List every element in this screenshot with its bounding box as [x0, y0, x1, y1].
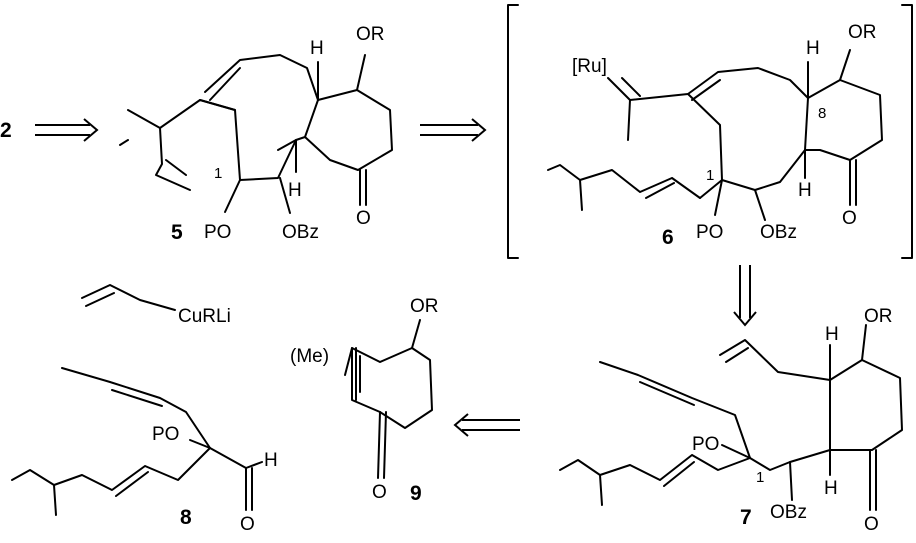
compound-9-O: O — [372, 482, 387, 503]
compound-6-PO: PO — [696, 222, 723, 243]
compound-7-OBz: OBz — [770, 502, 807, 523]
compound-5-OR: OR — [356, 24, 385, 45]
retro-arrow-7-to-9 — [453, 413, 520, 437]
compound-8-PO: PO — [152, 424, 179, 445]
compound-5-H-top: H — [310, 38, 324, 59]
compound-6-label: 6 — [662, 226, 674, 249]
allyl-cuprate-structure — [81, 284, 176, 311]
compound-6-H-top: H — [806, 38, 820, 59]
compound-6-ketone-O: O — [842, 208, 857, 229]
compound-5-PO: PO — [204, 222, 231, 243]
compound-9-structure — [344, 319, 433, 479]
compound-7-H-top: H — [825, 324, 839, 345]
compound-6-OBz: OBz — [760, 222, 797, 243]
compound-7-label: 7 — [740, 506, 752, 529]
reagent-cuprate-text: CuRLi — [178, 306, 231, 327]
compound-9-OR: OR — [410, 296, 439, 317]
compound-6-H-bottom: H — [798, 180, 812, 201]
compound-6-brackets — [507, 4, 913, 259]
compound-8-structure — [11, 367, 263, 516]
compound-7-H-bottom: H — [824, 478, 838, 499]
compound-5-label: 5 — [171, 221, 183, 244]
compound-6-Ru: [Ru] — [572, 56, 607, 77]
compound-8-label: 8 — [180, 506, 192, 529]
compound-6-structure — [547, 49, 883, 221]
compound-5-structure — [119, 54, 393, 214]
compound-5-H-bottom: H — [288, 180, 302, 201]
compound-7-ketone-O: O — [864, 514, 879, 535]
compound-9-Me: (Me) — [290, 346, 329, 367]
compound-9-label: 9 — [410, 482, 422, 505]
compound-7-structure — [559, 324, 903, 511]
retro-arrow-5-to-6 — [420, 118, 487, 142]
compound-6-locant-1: 1 — [706, 167, 714, 184]
compound-2-label: 2 — [0, 119, 12, 142]
compound-5-OBz: OBz — [282, 222, 319, 243]
compound-7-PO: PO — [692, 434, 719, 455]
compound-7-OR: OR — [864, 306, 893, 327]
compound-5-locant-1: 1 — [214, 165, 222, 182]
retro-arrow-6-to-7 — [733, 265, 757, 327]
compound-6-OR: OR — [848, 22, 877, 43]
retro-arrow-2-to-5 — [35, 118, 99, 142]
compound-8-aldehyde-H: H — [264, 450, 278, 471]
compound-5-ketone-O: O — [356, 208, 371, 229]
compound-8-aldehyde-O: O — [240, 514, 255, 535]
compound-6-locant-8: 8 — [818, 105, 826, 122]
compound-7-locant-1: 1 — [756, 469, 764, 486]
